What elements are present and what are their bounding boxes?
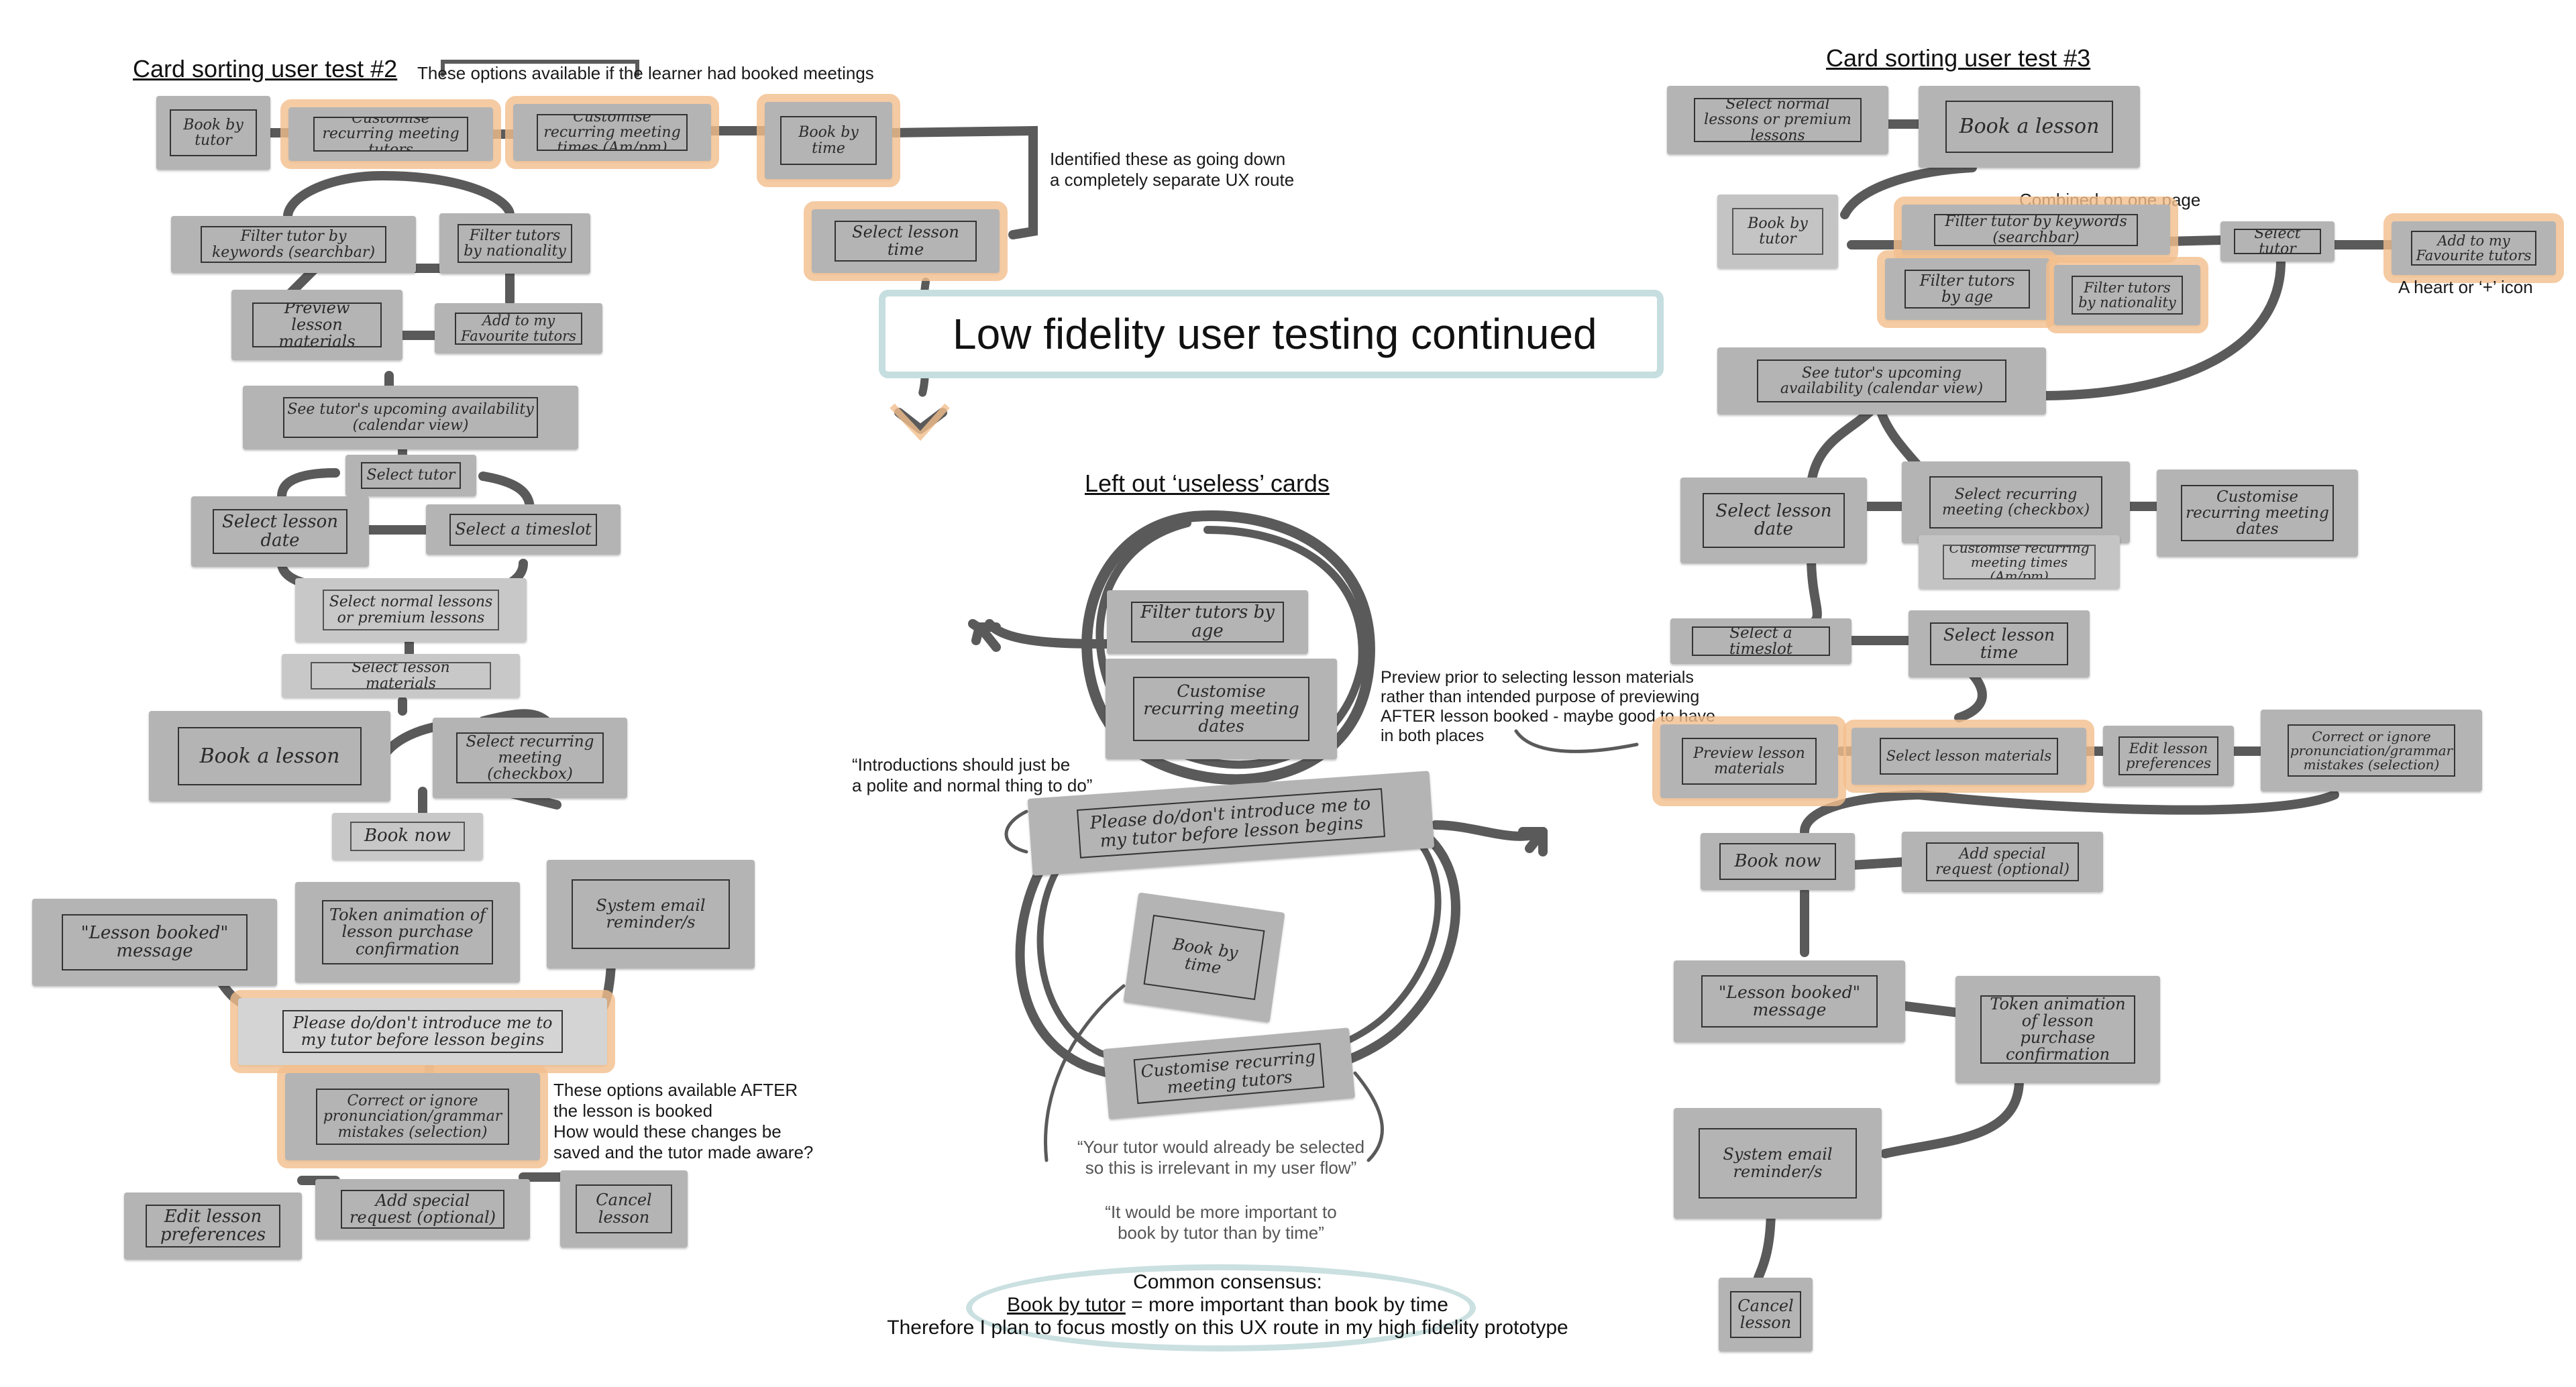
card-select-timeslot-3: Select a timeslot	[1670, 618, 1851, 664]
heart-icon-note: A heart or ‘+’ icon	[2398, 277, 2533, 297]
card-system-email-3: System email reminder/s	[1674, 1108, 1882, 1219]
test2-top-note: These options available if the learner h…	[417, 63, 874, 83]
card-add-favourite-3: Add to my Favourite tutors	[2383, 213, 2564, 283]
card-customise-dates-3: Customise recurring meeting dates	[2157, 469, 2358, 557]
card-filter-nationality: Filter tutors by nationality	[439, 213, 590, 274]
connector	[441, 60, 639, 77]
introductions-quote: “Introductions should just be a polite a…	[852, 755, 1093, 795]
connector	[1900, 1001, 1964, 1017]
consensus-title: Common consensus:	[1133, 1271, 1322, 1293]
card-select-date: Select lesson date	[191, 496, 369, 567]
connector	[2162, 235, 2225, 246]
card-book-by-time-center: Book by time	[1123, 892, 1285, 1023]
card-customise-dates: Customise recurring meeting dates	[1106, 659, 1337, 759]
arrow-head-highlight	[890, 403, 950, 441]
card-correct-mistakes: Correct or ignore pronunciation/grammar …	[277, 1065, 548, 1168]
connector	[1095, 519, 1366, 769]
connector	[282, 171, 387, 226]
card-book-by-time: Book by time	[757, 94, 900, 187]
card-special-request: Add special request (optional)	[315, 1179, 530, 1239]
connector	[1840, 163, 1977, 219]
card-book-a-lesson: Book a lesson	[149, 711, 390, 801]
card-add-favourite: Add to my Favourite tutors	[435, 303, 602, 353]
connector	[1954, 669, 1987, 722]
card-customise-recurring-times: Customise recurring meeting times (Am/pm…	[505, 96, 719, 169]
connector	[985, 619, 1118, 649]
card-token-animation: Token animation of lesson purchase confi…	[295, 882, 520, 983]
card-customise-times-3: Customise recurring meeting times (Am/pm…	[1919, 535, 2120, 589]
card-select-time-3: Select lesson time	[1909, 610, 2090, 677]
card-filter-age-3: Filter tutors by age	[1877, 250, 2057, 328]
card-select-materials-3: Select lesson materials	[1843, 720, 2094, 793]
card-special-request-3: Add special request (optional)	[1902, 832, 2103, 892]
card-filter-nationality-3: Filter tutors by nationality	[2046, 257, 2208, 333]
card-system-email: System email reminder/s	[547, 860, 755, 968]
card-customise-recurring-tutors: Customise recurring meeting tutors	[280, 99, 501, 169]
card-edit-preferences: Edit lesson preferences	[124, 1192, 302, 1260]
ux-route-note: Identified these as going down a complet…	[1050, 149, 1295, 190]
connector	[2035, 257, 2286, 400]
card-select-normal-premium: Select normal lessons or premium lessons	[295, 578, 527, 642]
card-book-now: Book now	[332, 813, 483, 860]
card-book-by-tutor-3: Book by tutor	[1717, 195, 1838, 268]
left-out-heading: Left out ‘useless’ cards	[1085, 469, 1330, 497]
card-select-normal-premium-3: Select normal lessons or premium lessons	[1667, 86, 1888, 154]
card-select-recurring: Select recurring meeting (checkbox)	[433, 718, 627, 798]
card-filter-keywords-3: Filter tutor by keywords (searchbar)	[1894, 197, 2178, 263]
card-select-recurring-3: Select recurring meeting (checkbox)	[1902, 461, 2130, 543]
card-token-animation-3: Token animation of lesson purchase confi…	[1955, 976, 2160, 1083]
card-cancel-lesson: Cancel lesson	[560, 1170, 688, 1247]
connector	[1807, 398, 1883, 488]
card-see-availability: See tutor's upcoming availability (calen…	[243, 386, 578, 449]
consensus-rest: = more important than book by time	[1125, 1294, 1448, 1316]
card-select-tutor-3: Select tutor	[2220, 221, 2334, 262]
card-introduce-tutor: Please do/don't introduce me to my tutor…	[230, 990, 615, 1073]
card-preview-materials: Preview lesson materials	[231, 290, 402, 360]
tutor-selected-quote: “Your tutor would already be selected so…	[1077, 1137, 1365, 1178]
card-preview-materials-3: Preview lesson materials	[1652, 716, 1846, 806]
card-select-materials: Select lesson materials	[282, 654, 520, 698]
connector	[1514, 729, 1639, 753]
card-edit-preferences-3: Edit lesson preferences	[2103, 726, 2234, 786]
card-filter-keywords: Filter tutor by keywords (searchbar)	[171, 216, 416, 273]
consensus-highlight-ring	[966, 1264, 1476, 1351]
connector	[277, 468, 340, 501]
connector	[1847, 857, 1910, 870]
card-select-timeslot: Select a timeslot	[426, 504, 621, 555]
card-see-availability-3: See tutor's upcoming availability (calen…	[1717, 347, 2046, 414]
card-select-lesson-time: Select lesson time	[804, 201, 1008, 281]
connector	[1044, 984, 1126, 1162]
connector	[1353, 1071, 1384, 1162]
connector	[1081, 510, 1375, 785]
card-cancel-lesson-3: Cancel lesson	[1719, 1278, 1813, 1351]
main-title: Low fidelity user testing continued	[879, 290, 1664, 378]
card-correct-mistakes-3: Correct or ignore pronunciation/grammar …	[2261, 710, 2482, 791]
arrow-head	[971, 622, 1001, 645]
card-lesson-booked-3: "Lesson booked" message	[1674, 960, 1905, 1042]
test2-heading: Card sorting user test #2	[133, 55, 398, 82]
consensus-line: Book by tutor = more important than book…	[885, 1294, 1570, 1317]
card-filter-age: Filter tutors by age	[1107, 590, 1308, 654]
after-booked-note: These options available AFTER the lesson…	[553, 1080, 814, 1162]
consensus-plan: Therefore I plan to focus mostly on this…	[887, 1317, 1568, 1339]
connector	[1004, 810, 1028, 854]
consensus-book-by-tutor: Book by tutor	[1007, 1294, 1126, 1316]
connector	[1880, 1075, 2024, 1158]
card-book-now-3: Book now	[1701, 833, 1855, 890]
consensus-block: Common consensus: Book by tutor = more i…	[885, 1271, 1570, 1339]
card-book-a-lesson-3: Book a lesson	[1919, 86, 2140, 168]
card-select-date-3: Select lesson date	[1680, 478, 1867, 563]
preview-note: Preview prior to selecting lesson materi…	[1381, 668, 1715, 745]
card-lesson-booked: "Lesson booked" message	[32, 899, 277, 986]
book-by-tutor-quote: “It would be more important to book by t…	[1105, 1202, 1337, 1243]
connector	[1800, 789, 2339, 836]
card-select-tutor: Select tutor	[345, 455, 476, 496]
connector	[378, 171, 515, 219]
connector	[888, 125, 1038, 239]
test3-heading: Card sorting user test #3	[1826, 44, 2091, 72]
connector	[1807, 552, 1822, 628]
card-book-by-tutor: Book by tutor	[156, 96, 270, 170]
